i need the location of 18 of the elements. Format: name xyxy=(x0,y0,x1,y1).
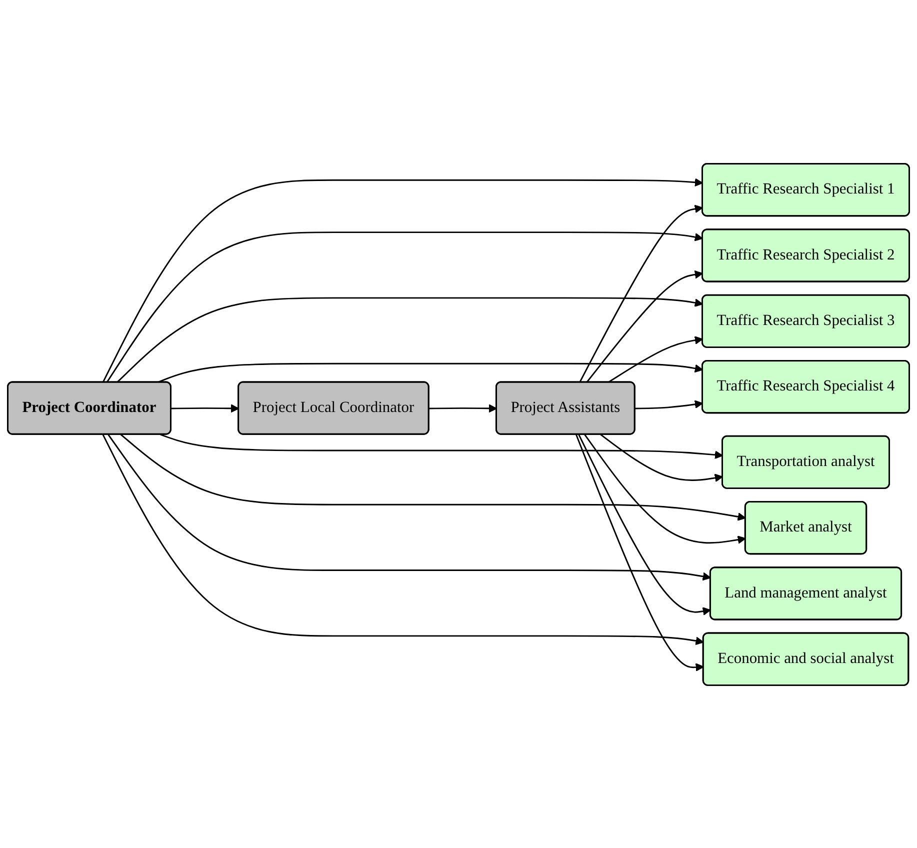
arrow xyxy=(576,434,704,672)
arrow xyxy=(120,434,746,520)
arrow xyxy=(579,204,704,382)
arrow xyxy=(106,231,704,382)
arrow xyxy=(584,434,746,544)
arrow xyxy=(586,270,704,382)
arrow xyxy=(157,362,704,383)
arrow xyxy=(171,404,240,412)
arrow xyxy=(102,178,704,382)
arrow xyxy=(108,434,712,580)
arrow xyxy=(102,434,704,645)
arrow xyxy=(578,434,712,615)
arrow xyxy=(635,400,704,409)
arrow xyxy=(429,404,498,412)
arrow xyxy=(116,296,704,383)
arrow xyxy=(160,433,724,459)
arrow xyxy=(608,336,704,383)
arrow xyxy=(600,434,724,482)
